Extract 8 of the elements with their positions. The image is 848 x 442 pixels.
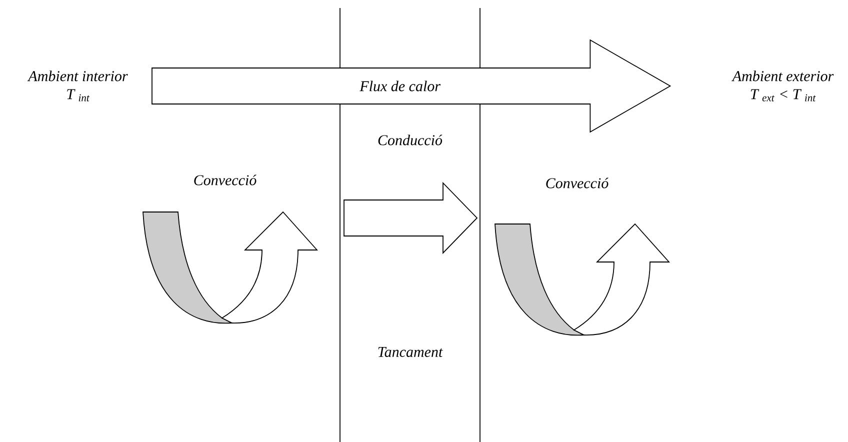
label-text: Convecció	[194, 174, 256, 186]
label-text: Convecció	[546, 178, 608, 188]
ambient-label: Ambient exterior T $_{ext}$ < T $_{int}$	[732, 70, 834, 102]
label-text: Tancament	[378, 347, 443, 357]
block-arrow	[152, 39, 672, 133]
label-text: Conducció	[378, 134, 442, 146]
ambient-label: Ambient interior T $_{int}$	[27, 70, 128, 102]
edge-label: Flux de calor	[358, 80, 442, 92]
